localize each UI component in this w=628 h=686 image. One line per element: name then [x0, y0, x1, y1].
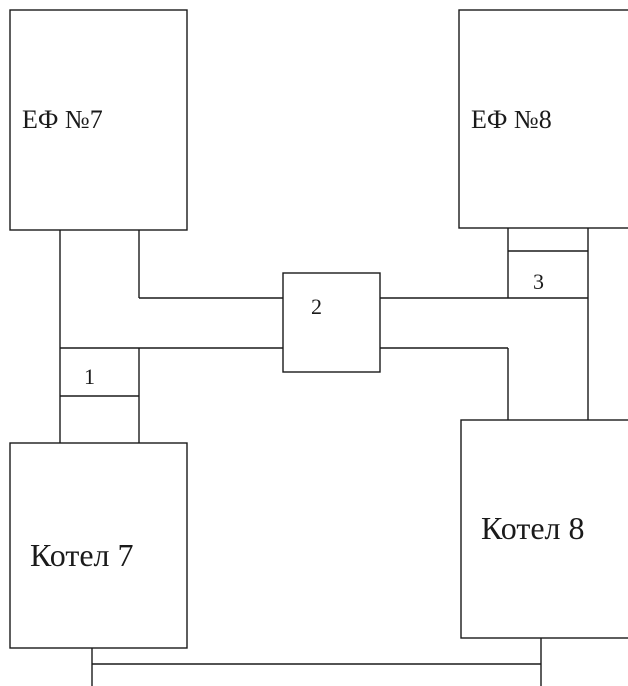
boiler7-block — [9, 442, 188, 649]
ef8-label: ЕФ №8 — [471, 105, 552, 134]
boiler8-block — [460, 419, 628, 639]
ef8-block — [458, 9, 628, 229]
node-1-label: 1 — [84, 364, 95, 389]
boiler7-label: Котел 7 — [30, 537, 133, 573]
node-2-box — [282, 272, 381, 373]
node-3-label: 3 — [533, 269, 544, 294]
boiler8-label: Котел 8 — [481, 510, 584, 546]
ef7-block — [9, 9, 188, 231]
node-2-label: 2 — [311, 294, 322, 319]
ef7-label: ЕФ №7 — [22, 105, 103, 134]
